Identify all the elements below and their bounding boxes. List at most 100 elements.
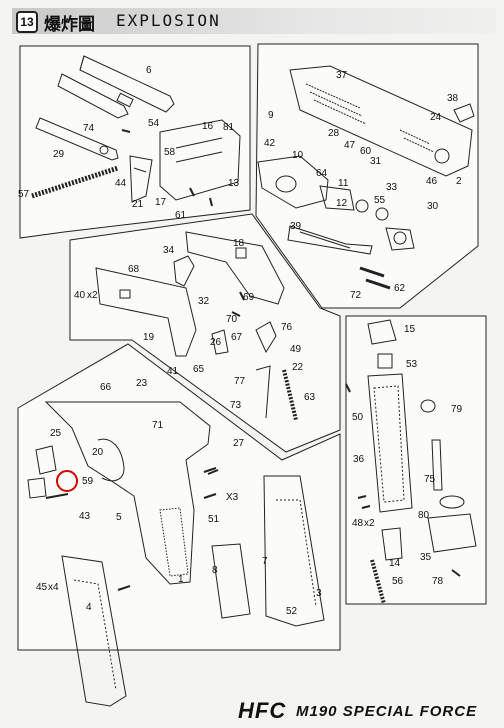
label-48-qty: x2	[364, 518, 375, 529]
label-34: 34	[163, 245, 175, 256]
part-magazine-body	[367, 373, 413, 513]
part-sear-parts	[211, 321, 277, 419]
label-50: 50	[352, 412, 364, 423]
label-42: 42	[264, 138, 276, 149]
section-header: 13 爆炸圖 EXPLOSION	[12, 8, 496, 35]
small-pins	[45, 129, 461, 591]
label-56: 56	[392, 576, 404, 587]
part-recoil-spring	[31, 165, 119, 199]
label-7: 7	[262, 556, 268, 567]
label-23: 23	[136, 378, 148, 389]
model-name: M190 SPECIAL FORCE	[296, 703, 478, 720]
label-46: 46	[426, 176, 438, 187]
label-10: 10	[292, 150, 304, 161]
label-6: 6	[146, 65, 152, 76]
label-5: 5	[116, 512, 122, 523]
label-76: 76	[281, 322, 293, 333]
label-47: 47	[344, 140, 356, 151]
label-69: 69	[243, 292, 255, 303]
label-75: 75	[424, 474, 436, 485]
part-slide-insert	[287, 225, 373, 255]
part-trigger-frame	[185, 231, 285, 305]
part-labels: 1 2 3 4 5 6 7 8 9 10 11 12 13 14 15 16 1…	[18, 65, 463, 617]
panel-barrel-frame	[19, 45, 251, 239]
label-11: 11	[338, 178, 349, 189]
label-68: 68	[128, 264, 140, 275]
label-3: 3	[316, 588, 322, 599]
label-39: 39	[290, 221, 302, 232]
label-70: 70	[226, 314, 238, 325]
label-4: 4	[86, 602, 92, 613]
part-nozzle	[319, 185, 389, 221]
part-fill-valve	[420, 399, 465, 509]
label-40: 40	[74, 290, 86, 301]
label-64: 64	[316, 168, 328, 179]
part-hop-chamber	[159, 119, 241, 201]
part-spring-63	[282, 369, 298, 421]
part-rear-sight	[453, 103, 475, 123]
label-52: 52	[286, 606, 298, 617]
panel-frame	[17, 343, 341, 651]
panel-trigger-group	[69, 213, 341, 453]
label-2: 2	[456, 176, 462, 187]
part-inner-barrel	[57, 73, 134, 119]
label-57: 57	[18, 189, 30, 200]
label-79: 79	[451, 404, 463, 415]
label-25: 25	[50, 428, 62, 439]
label-49: 49	[290, 344, 302, 355]
label-21: 21	[132, 199, 144, 210]
label-51-qty: X3	[226, 492, 239, 503]
label-54: 54	[148, 118, 160, 129]
label-62: 62	[394, 283, 406, 294]
part-frame	[44, 401, 211, 585]
part-spring-guide	[129, 155, 153, 203]
label-72: 72	[350, 290, 362, 301]
label-41: 41	[167, 366, 179, 377]
label-81: 81	[223, 122, 235, 133]
label-15: 15	[404, 324, 416, 335]
label-58: 58	[164, 147, 176, 158]
section-number-badge: 13	[16, 11, 38, 33]
part-magazine-lips	[367, 319, 397, 369]
label-26: 26	[210, 337, 222, 348]
part-magazine-base	[381, 513, 477, 561]
label-80: 80	[418, 510, 430, 521]
label-77: 77	[234, 376, 246, 387]
label-45: 45	[36, 582, 48, 593]
part-springs-62-72	[359, 266, 391, 290]
panel-magazine	[345, 315, 487, 605]
label-12: 12	[336, 198, 348, 209]
label-18: 18	[233, 238, 245, 249]
label-24: 24	[430, 112, 442, 123]
part-grip-right	[263, 475, 325, 627]
label-20: 20	[92, 447, 104, 458]
label-40-qty: x2	[87, 290, 98, 301]
panel-slide	[255, 43, 479, 309]
part-slide	[289, 65, 473, 177]
part-slide-stop	[27, 445, 57, 499]
label-27: 27	[233, 438, 245, 449]
label-44: 44	[115, 178, 127, 189]
part-hop-barrel	[35, 117, 119, 161]
part-mag-release	[211, 543, 251, 619]
section-title-en: EXPLOSION	[116, 11, 221, 30]
part-hammer	[173, 255, 195, 287]
label-35: 35	[420, 552, 432, 563]
label-67: 67	[231, 332, 243, 343]
part-loading-nozzle-spring	[385, 227, 415, 251]
label-1: 1	[178, 574, 184, 585]
brand-logo: HFC	[238, 698, 287, 723]
label-19: 19	[143, 332, 155, 343]
label-71: 71	[152, 420, 164, 431]
label-31: 31	[370, 156, 382, 167]
label-65: 65	[193, 364, 205, 375]
part-magazine-spring	[370, 559, 386, 605]
part-blowback-unit	[257, 155, 329, 209]
label-63: 63	[304, 392, 316, 403]
label-53: 53	[406, 359, 418, 370]
label-37: 37	[336, 70, 348, 81]
part-outer-barrel	[79, 55, 175, 113]
label-33: 33	[386, 182, 398, 193]
